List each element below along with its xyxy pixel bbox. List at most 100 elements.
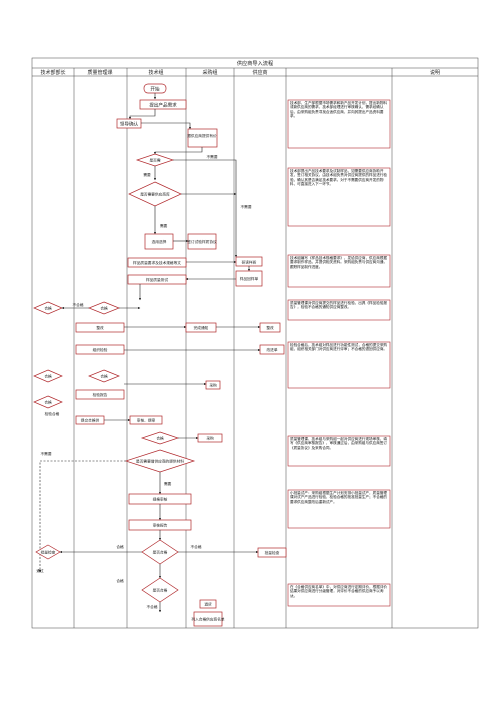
- svg-text:样品质量要求及技术规格等文: 样品质量要求及技术规格等文: [133, 260, 181, 265]
- svg-text:领导确认: 领导确认: [120, 121, 139, 128]
- svg-text:签订试验样质协议: 签订试验样质协议: [187, 239, 217, 244]
- svg-text:提交合格供: 提交合格供: [81, 418, 100, 423]
- svg-text:合格: 合格: [116, 544, 124, 549]
- note-3-text: 技术组编写《样品技术规格要求》，发给供应商，供应商根据要求制作样品，并提供相关资…: [290, 256, 388, 269]
- svg-text:采购: 采购: [209, 383, 217, 388]
- svg-text:不需要: 不需要: [206, 154, 217, 159]
- note-4-text: 质量管理课对供应商提交的样品进行检验，出具《样品检验报告》，检验不合格的通知供应…: [290, 301, 388, 310]
- svg-text:是否合格: 是否合格: [153, 550, 168, 555]
- column-header: 说明: [430, 69, 440, 76]
- note-2-text: 技术部提出产品技术要求及试制样品，如需要供应商协助开发，签订相关协议。由技术组负…: [290, 169, 388, 187]
- table-frame: [31, 57, 479, 629]
- column-header: 供应商: [252, 69, 267, 76]
- svg-text:完成通知: 完成通知: [194, 325, 209, 330]
- svg-text:合格: 合格: [44, 400, 52, 405]
- column-header: 质量管理课: [87, 69, 112, 76]
- note-8: [287, 583, 391, 607]
- notes-column: 技术部、生产部根据市场需求和新产品开发计划，提出新物料或新供应商的需求，技术部经…: [287, 99, 391, 607]
- svg-text:是否需要增供应商的提供材料: 是否需要增供应商的提供材料: [136, 459, 184, 464]
- decision-audit-pass: [140, 431, 180, 445]
- svg-text:审核、提案: 审核、提案: [137, 418, 156, 423]
- svg-text:合格: 合格: [116, 578, 124, 583]
- svg-text:不合格: 不合格: [146, 604, 157, 609]
- svg-text:合格: 合格: [44, 306, 52, 311]
- process-rectify: [259, 322, 281, 333]
- svg-text:合格: 合格: [44, 374, 52, 379]
- svg-text:样品质量测试: 样品质量测试: [146, 277, 168, 282]
- svg-text:整改: 整改: [96, 325, 104, 330]
- process-purchase-2: [197, 433, 223, 443]
- svg-text:开始: 开始: [150, 86, 160, 93]
- svg-text:退货: 退货: [204, 602, 212, 607]
- svg-text:不需要: 不需要: [240, 204, 251, 209]
- page-title: 供应商导入流程: [237, 59, 273, 67]
- svg-text:合格: 合格: [100, 306, 108, 311]
- svg-text:采购: 采购: [206, 436, 214, 441]
- decision-batch: [35, 544, 61, 560]
- note-5-text: 检验合格后，技术组对样品进行功能性测试，合格的提交采购组，组织相关部门对供应商进…: [290, 343, 388, 352]
- svg-text:需要: 需要: [164, 481, 172, 486]
- process-batch-rectify: [257, 547, 287, 558]
- svg-text:是否合格: 是否合格: [153, 588, 168, 593]
- note-2: [287, 167, 391, 227]
- svg-text:是否需: 是否需: [149, 158, 160, 163]
- process-inspect-report: [75, 389, 125, 400]
- process-rectify-notice: [75, 322, 125, 333]
- svg-text:选用选择: 选用选择: [152, 239, 167, 244]
- svg-text:整改: 整改: [266, 325, 274, 330]
- svg-text:通过: 通过: [36, 568, 44, 573]
- note-1: [287, 99, 391, 149]
- svg-text:不合格: 不合格: [190, 544, 201, 549]
- svg-text:合格: 合格: [100, 374, 108, 379]
- column-header: 技术部部长: [40, 69, 65, 76]
- decision-qualified: [33, 395, 63, 409]
- svg-text:不需要: 不需要: [40, 451, 51, 456]
- process-approved-list: [193, 611, 223, 627]
- process-sample-return: [235, 270, 263, 287]
- svg-text:检验合格: 检验合格: [45, 411, 60, 416]
- process-return: [199, 599, 217, 609]
- svg-text:列入合格供应商名单: 列入合格供应商名单: [191, 617, 224, 622]
- decision-inspect-pass-2: [88, 369, 120, 383]
- svg-text:合格: 合格: [156, 436, 164, 441]
- svg-text:需要: 需要: [160, 223, 168, 228]
- decision-qc-pass-b: [33, 301, 63, 315]
- process-purchase: [205, 380, 221, 390]
- process-review-proposal: [129, 415, 163, 425]
- process-notify: [185, 322, 217, 333]
- svg-text:提出产品需求: 提出产品需求: [149, 102, 177, 109]
- svg-text:规格审核: 规格审核: [153, 497, 168, 502]
- svg-text:改进单: 改进单: [266, 347, 277, 352]
- process-quote: [187, 128, 218, 148]
- column-header: 技术组: [148, 69, 163, 76]
- note-7: [287, 489, 391, 529]
- note-6-text: 质量管理课、技术组与采购组一起对供应商进行现场审核，填写《供应商审核报告》，审核…: [290, 437, 388, 450]
- svg-text:不合格: 不合格: [72, 302, 83, 307]
- process-select: [144, 233, 174, 250]
- decision-qc-pass-a: [88, 301, 120, 315]
- svg-text:组织检验: 组织检验: [93, 347, 108, 352]
- note-5: [287, 341, 391, 389]
- decision-inspect-pass: [33, 369, 63, 383]
- svg-text:审核报告: 审核报告: [153, 523, 168, 528]
- note-6: [287, 435, 391, 467]
- svg-text:批量检查: 批量检查: [41, 550, 56, 555]
- svg-text:跟供应商提供有价: 跟供应商提供有价: [187, 133, 217, 138]
- svg-text:是否需要供应商库: 是否需要供应商库: [140, 192, 170, 197]
- process-need: [139, 99, 187, 110]
- svg-text:研读样质: 研读样质: [242, 260, 257, 265]
- note-4: [287, 299, 391, 321]
- process-leader-confirm: [116, 118, 142, 129]
- note-1-text: 技术部、生产部根据市场需求和新产品开发计划，提出新物料或新供应商的需求，技术部经…: [290, 101, 388, 119]
- note-7-text: 小批量试产：采购组根据生产计划安排小批量试产，质量管理课对试产产品进行检验，检验…: [290, 491, 388, 504]
- svg-text:需要: 需要: [143, 172, 151, 177]
- process-sample-test: [127, 274, 187, 285]
- svg-text:检验报告: 检验报告: [93, 392, 108, 397]
- process-sample-spec: [127, 257, 187, 268]
- note-8-text: 在《合格供应商名单》中，对供应商进行定期评价，根据评价结果对供应商进行分级管理，…: [290, 585, 388, 598]
- note-3: [287, 254, 391, 288]
- process-sign-agreement: [187, 233, 217, 250]
- svg-text:批量检查: 批量检查: [265, 550, 280, 555]
- process-organize-inspect: [75, 344, 125, 355]
